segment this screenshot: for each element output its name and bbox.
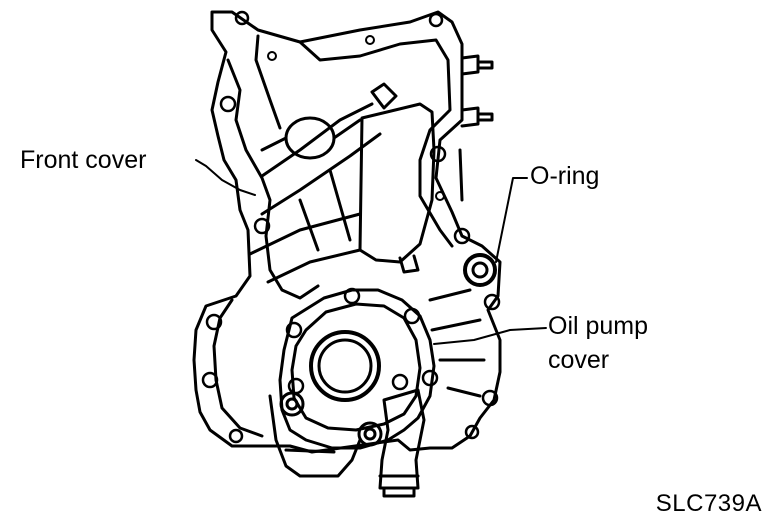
front-cover-outline [192, 10, 502, 454]
leader-oil-pump-cover [433, 327, 547, 345]
cover-bolt-hole [205, 313, 223, 331]
o-ring [463, 253, 497, 287]
cover-bolt [287, 377, 305, 395]
oil-pump-cover [278, 288, 436, 450]
oil-pump-cover-label-line2: cover [548, 346, 610, 374]
bolt-upper [460, 54, 494, 76]
cover-bolt [343, 287, 361, 305]
front-cover-label: Front cover [20, 146, 147, 174]
oil-pump-bore [309, 330, 381, 402]
o-ring-label: O-ring [530, 162, 600, 190]
cover-bolt-hole [201, 371, 219, 389]
cover-bolt [391, 373, 409, 391]
tensioner-block [358, 102, 436, 264]
cover-bolt-hole [464, 424, 480, 440]
cover-bolt-hole [253, 217, 271, 235]
cover-bolt-hole [481, 389, 499, 407]
cover-bolt-hole [234, 10, 250, 26]
oil-pump-cover-label-line1: Oil pump [548, 312, 649, 340]
leader-front-cover [195, 159, 256, 196]
cover-bolt-hole [428, 12, 444, 28]
cover-bolt-hole [429, 145, 447, 163]
upper-boss [284, 116, 336, 160]
cover-bolt-hole [228, 428, 244, 444]
cover-bolt [403, 307, 421, 325]
cover-bolt-hole [483, 293, 501, 311]
cover-bolt-hole [453, 227, 471, 245]
figure-code: SLC739A [655, 490, 762, 517]
cover-bolt [421, 369, 439, 387]
cover-bolt-hole [219, 95, 237, 113]
cover-bolt [285, 321, 303, 339]
pickup-neck [378, 388, 426, 490]
bolt-lower [460, 106, 494, 128]
leader-o-ring [495, 177, 528, 263]
